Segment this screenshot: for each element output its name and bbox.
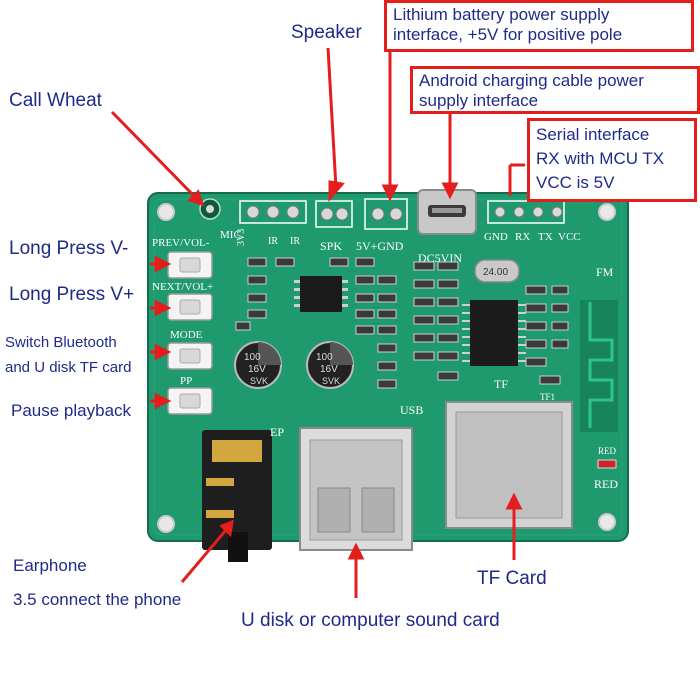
label-call-wheat: Call Wheat — [9, 90, 102, 111]
amplifier-chip — [294, 276, 348, 312]
label-long-press-vminus: Long Press V- — [9, 238, 129, 259]
label-long-press-vplus: Long Press V+ — [9, 284, 135, 305]
label-tfcard: TF Card — [477, 568, 547, 589]
capacitor-2: 100 16V SVK — [306, 341, 354, 389]
silk-gnd: GND — [484, 231, 508, 243]
antenna-trace — [580, 300, 618, 432]
label-lithium-box: Lithium battery power supply interface, … — [384, 0, 694, 52]
spk-header — [315, 198, 408, 230]
silk-next: NEXT/VOL+ — [152, 281, 213, 293]
label-serial-line1: Serial interface — [536, 125, 650, 144]
silk-red2: RED — [594, 477, 618, 491]
smd-components-left — [235, 257, 397, 389]
pointer-lines — [110, 47, 525, 598]
headphone-jack — [202, 430, 272, 562]
label-android-line1: Android charging cable power — [419, 71, 644, 90]
silk-ep: EP — [270, 425, 284, 439]
cap1-value: 100 — [244, 352, 261, 363]
label-serial-line3: VCC is 5V — [536, 172, 615, 192]
capacitor-1: 100 16V SVK — [234, 341, 282, 389]
micro-usb-port — [417, 189, 477, 235]
silk-ir2: IR — [290, 236, 300, 247]
silk-tx: TX — [538, 231, 553, 243]
usb-a-port — [299, 427, 413, 551]
silk-prev: PREV/VOL- — [152, 237, 210, 249]
button-prev — [167, 251, 213, 279]
silk-pp: PP — [180, 375, 192, 387]
silk-5v-gnd: 5V+GND — [356, 239, 404, 253]
label-pause: Pause playback — [11, 401, 132, 420]
cap2-value: 100 — [316, 352, 333, 363]
button-pp — [167, 387, 213, 415]
silk-red1: RED — [598, 446, 617, 456]
red-led — [597, 459, 617, 469]
mounting-holes — [157, 203, 616, 533]
silk-vcc: VCC — [558, 231, 581, 243]
crystal: 24.00 — [474, 259, 520, 283]
button-mode — [167, 342, 213, 370]
crystal-label: 24.00 — [483, 267, 508, 278]
smd-components-right — [413, 261, 569, 385]
silk-usb: USB — [400, 403, 423, 417]
silk-rx: RX — [515, 231, 530, 243]
cap1-series: SVK — [250, 376, 268, 386]
silk-tf: TF — [494, 377, 508, 391]
silk-mic: MIC — [220, 229, 241, 241]
label-lithium-line1: Lithium battery power supply — [393, 5, 610, 24]
button-next — [167, 293, 213, 321]
label-android-box: Android charging cable power supply inte… — [410, 66, 700, 114]
label-serial-box: Serial interface RX with MCU TX VCC is 5… — [527, 118, 697, 202]
ir-header — [239, 200, 307, 224]
label-switch-line1: Switch Bluetooth — [5, 334, 117, 351]
cap2-voltage: 16V — [320, 364, 338, 375]
label-serial-line2: RX with MCU TX — [536, 148, 665, 168]
label-android-line2: supply interface — [419, 90, 539, 110]
serial-header — [487, 200, 565, 224]
cap1-voltage: 16V — [248, 364, 266, 375]
label-earphone: Earphone — [13, 556, 87, 575]
cap2-series: SVK — [322, 376, 340, 386]
silk-tf1: TF1 — [540, 392, 555, 402]
label-udisk: U disk or computer sound card — [241, 610, 500, 631]
bluetooth-chip — [462, 300, 526, 366]
label-earphone-sub: 3.5 connect the phone — [13, 590, 182, 609]
label-switch-line2: and U disk TF card — [5, 359, 132, 376]
mic-component — [199, 198, 221, 220]
silk-spk: SPK — [320, 239, 342, 253]
silk-mode: MODE — [170, 329, 203, 341]
label-lithium-line2: interface, +5V for positive pole — [393, 24, 623, 44]
silk-ir1: IR — [268, 236, 278, 247]
silk-fm: FM — [596, 265, 614, 279]
tf-card-slot — [445, 401, 573, 529]
label-speaker: Speaker — [291, 22, 362, 43]
silk-3v3: 3V3 — [236, 229, 247, 246]
